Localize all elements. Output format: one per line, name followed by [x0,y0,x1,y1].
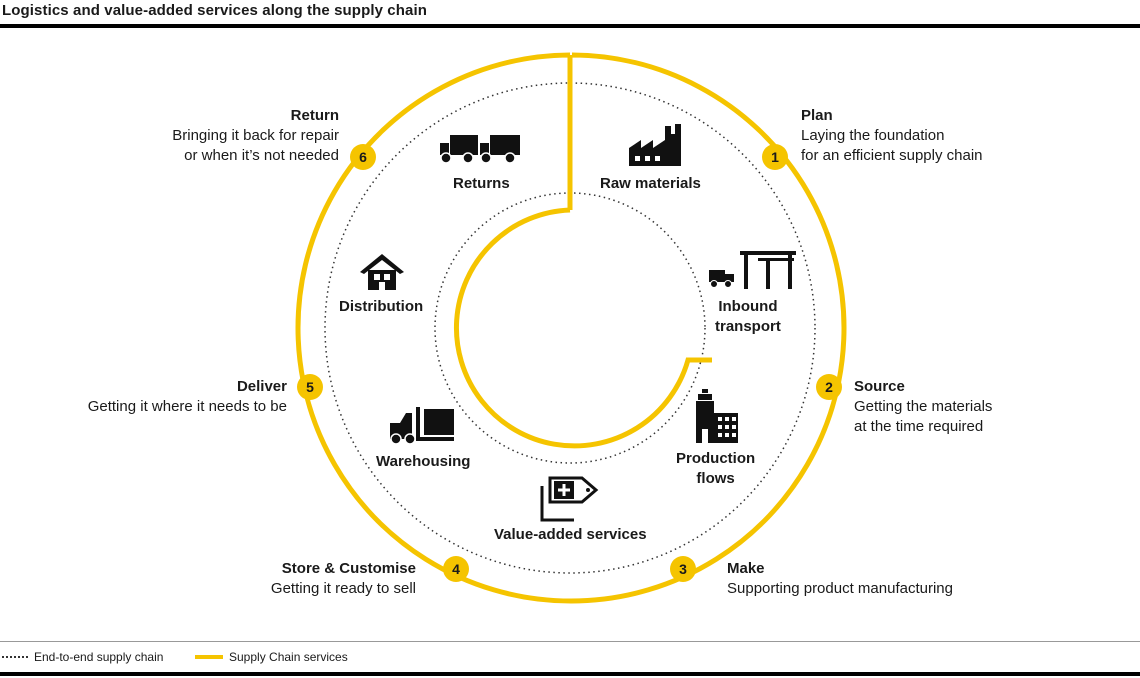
tag-plus-icon [540,476,599,522]
stage-desc: for an efficient supply chain [801,147,983,164]
stage-badge-2: 2 [816,374,842,400]
inner-service-arc [453,207,712,449]
stage-source: Source Getting the materials at the time… [854,377,992,437]
stage-desc: or when it’s not needed [184,147,339,164]
stage-badge-4: 4 [443,556,469,582]
legend-divider [0,641,1140,642]
stage-desc: Getting it where it needs to be [87,398,287,415]
stage-badge-6: 6 [350,144,376,170]
stage-badge-5: 5 [297,374,323,400]
stage-return: Return Bringing it back for repair or wh… [172,106,339,166]
forklift-icon [390,407,454,445]
legend-solid: Supply Chain services [195,650,348,664]
service-line: transport [715,318,781,335]
stage-desc: Supporting product manufacturing [727,580,953,597]
legend-label: End-to-end supply chain [34,650,164,664]
stage-desc: Laying the foundation [801,127,945,144]
top-rule [0,24,1140,28]
service-raw-materials: Raw materials [600,175,701,192]
dotted-line-swatch [2,656,28,658]
stage-heading: Store & Customise [281,560,416,577]
stage-desc: Getting it ready to sell [270,580,416,597]
stage-heading: Source [854,378,905,395]
stage-make: Make Supporting product manufacturing [727,559,953,599]
legend-label: Supply Chain services [229,650,348,664]
stage-desc: at the time required [854,418,984,435]
stage-badge-1: 1 [762,144,788,170]
factory-icon [629,124,681,166]
truck-warehouse-icon [709,251,796,289]
stage-desc: Getting the materials [854,398,993,415]
solid-line-swatch [195,655,223,659]
service-production-flows: Production flows [676,449,755,489]
stage-heading: Deliver [236,378,287,395]
stage-store: Store & Customise Getting it ready to se… [271,559,416,599]
stage-badge-3: 3 [670,556,696,582]
service-distribution: Distribution [339,298,424,315]
stage-heading: Plan [801,107,833,124]
stage-deliver: Deliver Getting it where it needs to be [88,377,287,417]
service-value-added: Value-added services [494,526,647,543]
diagram-title: Logistics and value-added services along… [2,2,427,19]
stage-heading: Return [290,107,339,124]
stage-desc: Bringing it back for repair [172,127,339,144]
service-line: flows [696,470,735,487]
service-line: Production [676,450,756,467]
production-building-icon [696,389,738,443]
service-line: Inbound [718,298,778,315]
bottom-rule [0,672,1140,676]
service-warehousing: Warehousing [376,453,471,470]
house-icon [360,254,404,290]
stage-plan: Plan Laying the foundation for an effici… [801,106,983,166]
service-inbound-transport: Inbound transport [715,297,781,337]
outer-dotted-ring [324,82,816,574]
legend-dotted: End-to-end supply chain [2,650,163,664]
service-returns: Returns [453,175,510,192]
inner-dotted-ring [434,192,706,464]
stage-heading: Make [727,560,765,577]
trucks-icon [440,135,520,164]
